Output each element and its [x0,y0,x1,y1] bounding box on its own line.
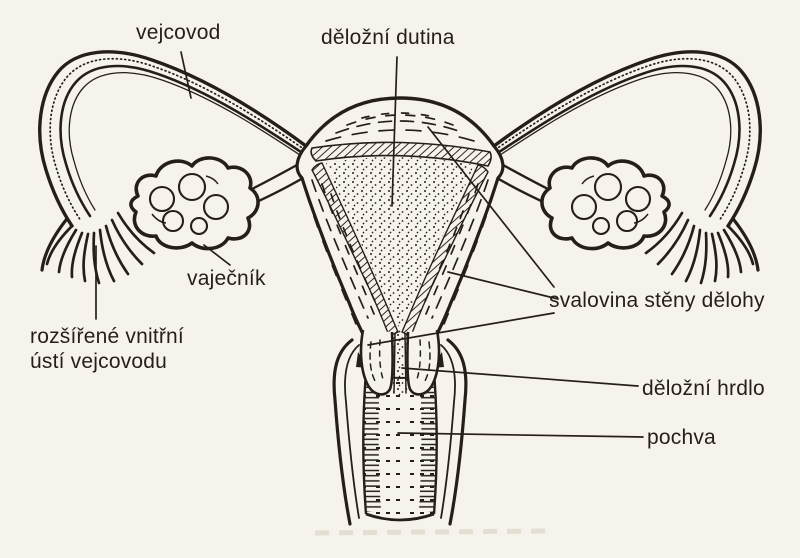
right-fallopian-tube [487,50,762,228]
leader-svalovina-2 [447,271,559,300]
leader-lines [95,51,644,438]
cervix [359,329,441,396]
label-vagina: pochva [647,426,716,449]
left-fimbriae-icon [40,211,156,285]
leader-vajecnik [203,244,231,266]
label-tube-opening-line1: rozšířené vnitřní [30,325,184,348]
right-ovary [540,156,671,251]
endometrium-bands [310,141,492,337]
label-fallopian-tube: vejcovod [136,21,221,44]
leader-svalovina-1 [427,126,555,288]
left-ovary [129,156,260,251]
label-tube-opening-line2: ústí vejcovodu [30,350,168,373]
fundus-texture [325,112,475,142]
leader-svalovina-3 [367,312,555,346]
leader-delozni-dutina [391,56,398,207]
right-fimbriae-icon [644,211,760,285]
leader-pochva [397,432,644,438]
label-uterine-wall-muscle: svalovina stěny dělohy [549,289,765,312]
label-ovary: vaječník [187,267,266,290]
left-fallopian-tube [38,50,313,228]
vagina [332,338,468,526]
uterine-cavity [326,156,474,330]
scan-smudge [314,528,546,536]
label-cervix: děložní hrdlo [642,377,765,400]
leader-vejcovod [180,51,192,99]
leader-delozni-hrdlo [401,367,639,387]
label-uterine-cavity: děložní dutina [321,26,455,49]
